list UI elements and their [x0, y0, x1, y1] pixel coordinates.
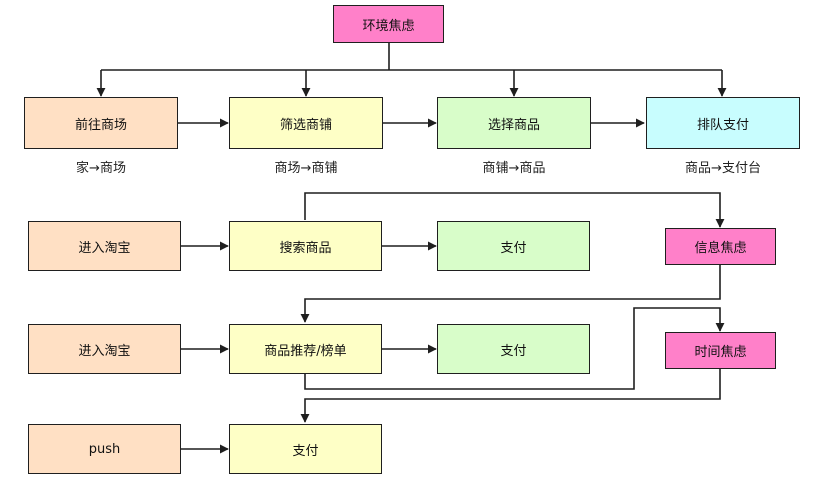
caption-home-mall: 家→商场 [76, 161, 126, 176]
node-recommend-rank[interactable]: 商品推荐/榜单 [229, 324, 382, 374]
caption-goods-counter: 商品→支付台 [685, 161, 761, 176]
connector-search-to-info-focus [304, 192, 725, 228]
node-choose-goods[interactable]: 选择商品 [437, 97, 591, 149]
caption-shop-goods: 商铺→商品 [482, 161, 546, 176]
node-env-focus[interactable]: 环境焦虑 [333, 5, 444, 43]
node-push[interactable]: push [28, 424, 181, 474]
node-enter-taobao-1[interactable]: 进入淘宝 [28, 221, 181, 271]
node-go-mall[interactable]: 前往商场 [24, 97, 178, 149]
node-time-focus[interactable]: 时间焦虑 [665, 332, 776, 369]
node-pay-2[interactable]: 支付 [437, 324, 590, 374]
caption-mall-shop: 商场→商铺 [274, 161, 338, 176]
connector-recommend-to-time-focus [304, 307, 725, 390]
node-info-focus[interactable]: 信息焦虑 [665, 228, 776, 265]
connector-time-focus-to-pay3 [300, 368, 721, 423]
node-enter-taobao-2[interactable]: 进入淘宝 [28, 324, 181, 374]
node-search-goods[interactable]: 搜索商品 [229, 221, 382, 271]
node-pay-3[interactable]: 支付 [229, 424, 382, 474]
node-queue-pay[interactable]: 排队支付 [646, 97, 800, 149]
node-pay-1[interactable]: 支付 [437, 221, 590, 271]
connector-info-focus-to-recommend [300, 264, 721, 323]
node-filter-shops[interactable]: 筛选商铺 [229, 97, 383, 149]
